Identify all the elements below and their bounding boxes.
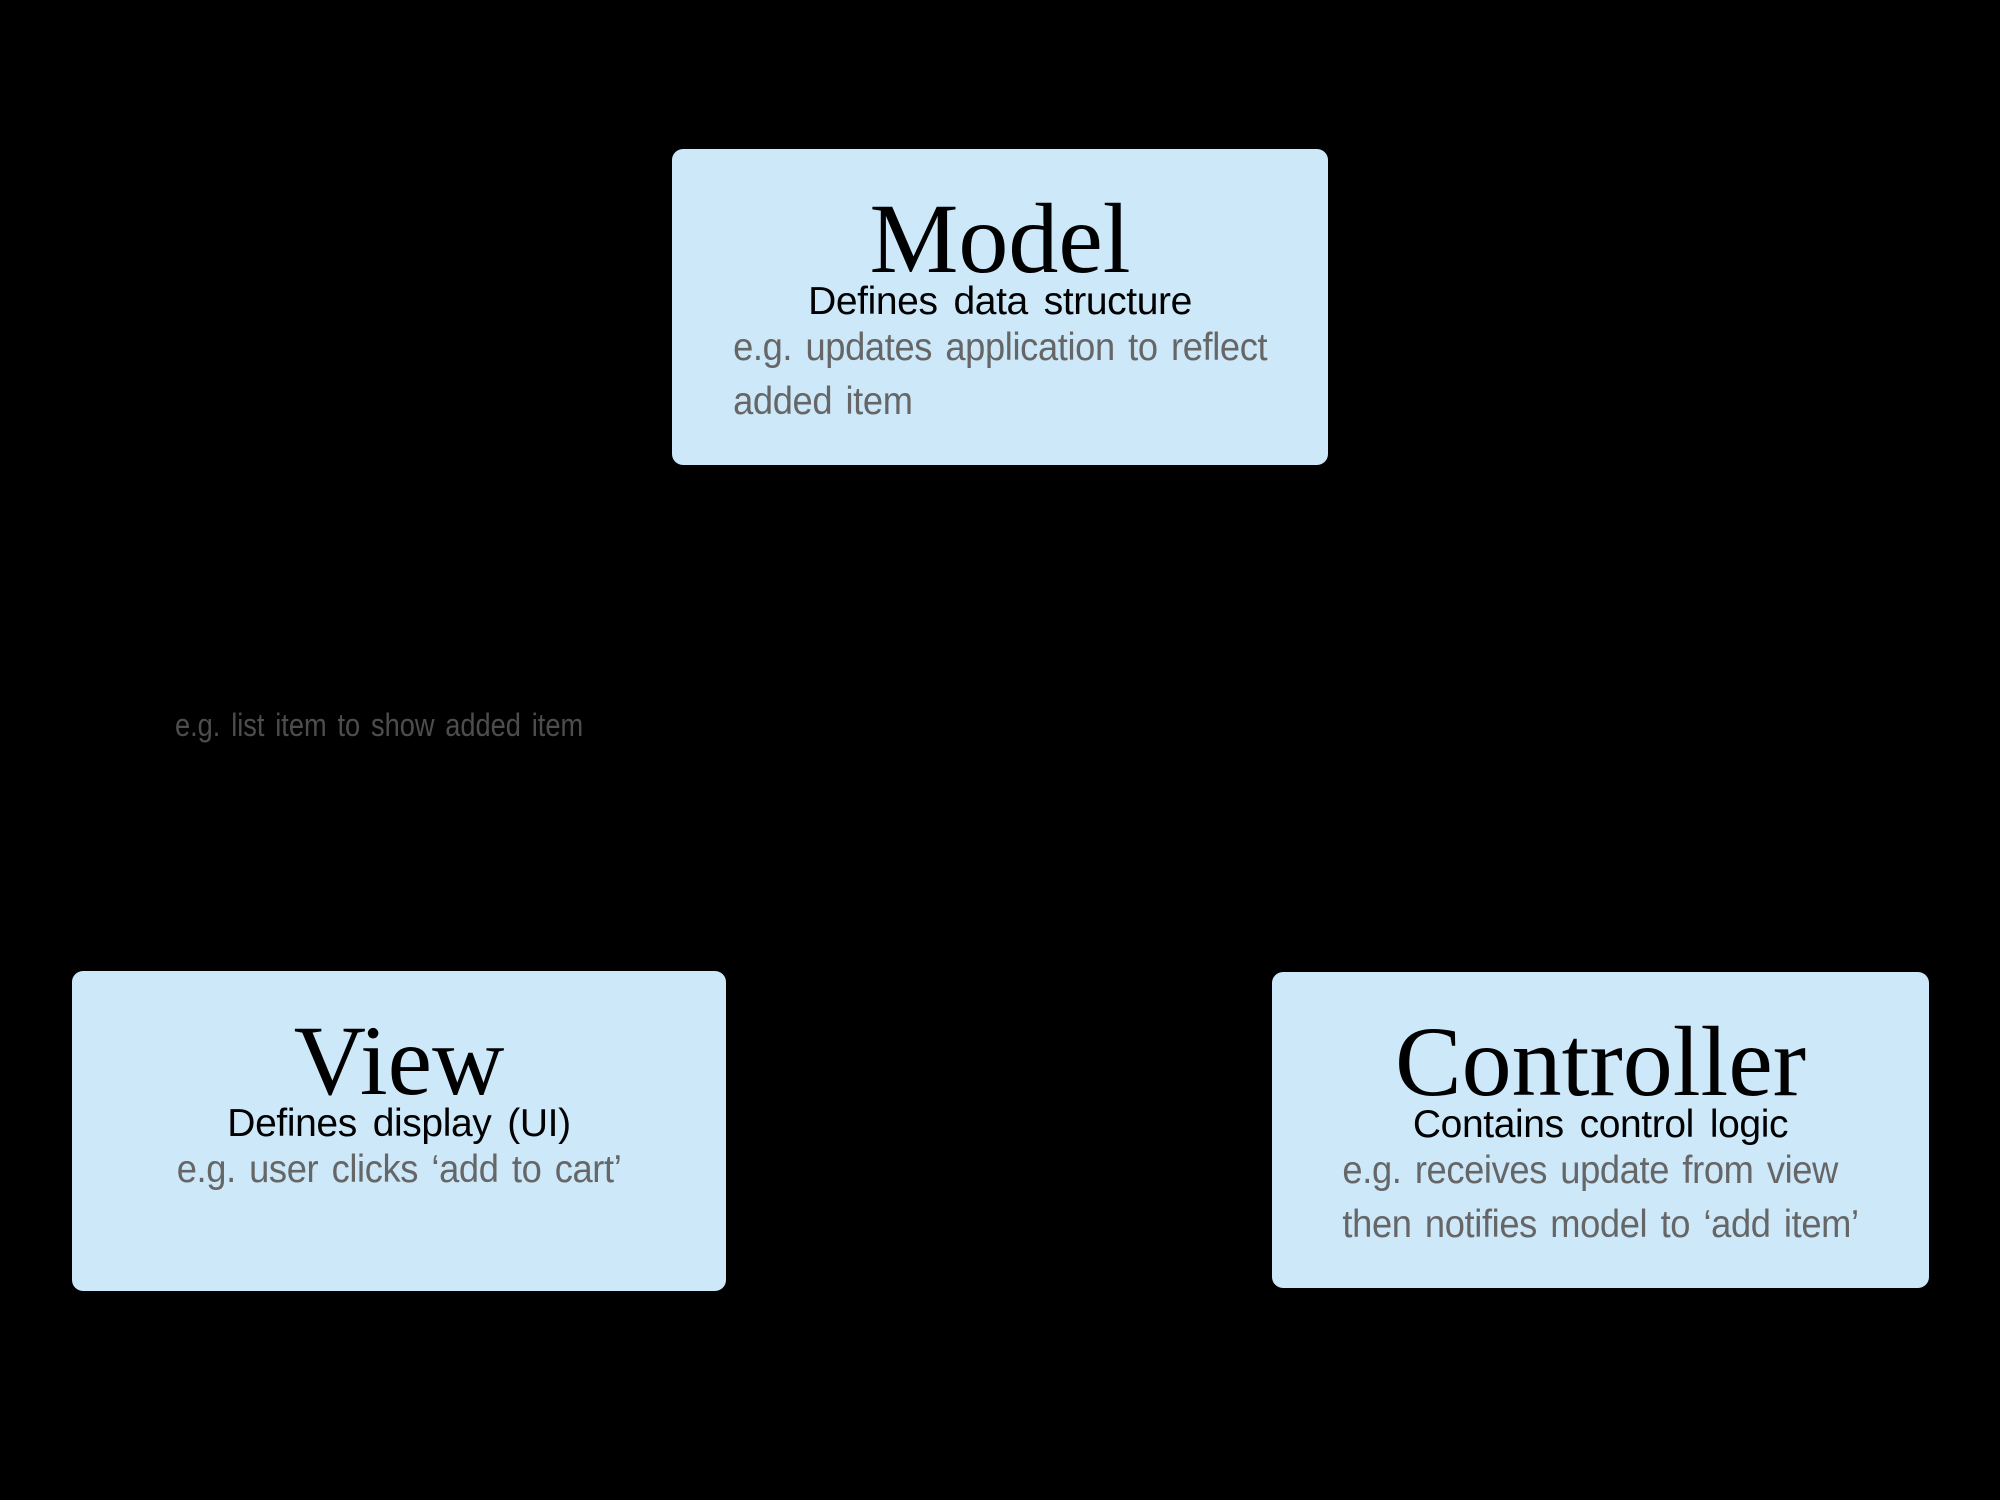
controller-box: Controller Contains control logic e.g. r…: [1272, 972, 1929, 1288]
floating-example-label: e.g. list item to show added item: [175, 707, 584, 743]
view-box-title: View: [293, 1005, 505, 1116]
controller-box-subtitle: Contains control logic: [1412, 1103, 1789, 1146]
box-example-line: e.g. updates application to reflect: [732, 325, 1268, 369]
model-box: Model Defines data structure e.g. update…: [672, 149, 1328, 465]
view-box-subtitle: Defines display (UI): [227, 1102, 571, 1145]
model-box-example: e.g. updates application to reflect adde…: [733, 321, 1267, 429]
model-box-title: Model: [869, 183, 1131, 294]
box-example-line: e.g. receives update from view: [1342, 1148, 1838, 1192]
view-box: View Defines display (UI) e.g. user clic…: [72, 971, 726, 1291]
box-example-line: then notifies model to ‘add item’: [1342, 1202, 1859, 1246]
box-example-line: added item: [732, 379, 913, 423]
view-box-example: e.g. user clicks ‘add to cart’: [177, 1143, 622, 1197]
controller-box-title: Controller: [1394, 1006, 1807, 1117]
model-box-subtitle: Defines data structure: [808, 280, 1192, 323]
box-example-line: e.g. user clicks ‘add to cart’: [176, 1147, 622, 1191]
controller-box-example: e.g. receives update from view then noti…: [1342, 1144, 1859, 1252]
